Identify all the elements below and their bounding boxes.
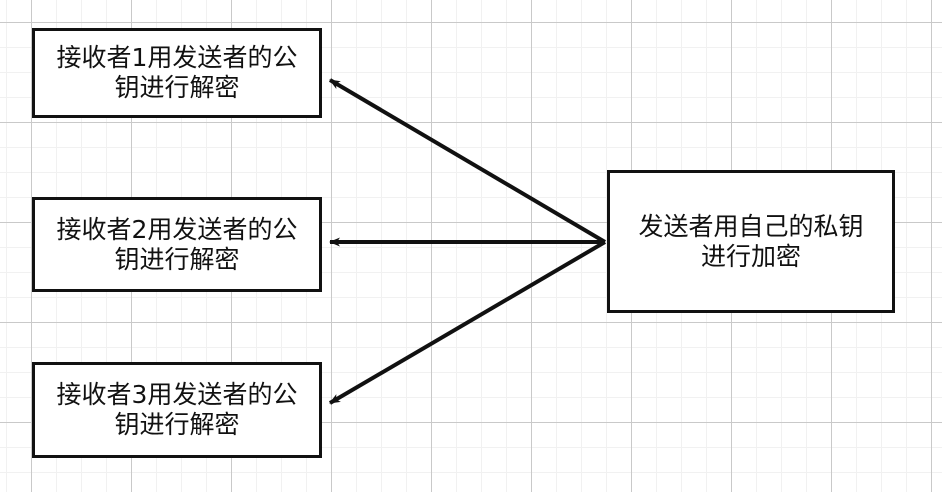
node-receiver3[interactable]: 接收者3用发送者的公 钥进行解密 <box>32 362 322 458</box>
edge-sender-to-receiver1 <box>328 78 607 244</box>
node-receiver2-label: 接收者2用发送者的公 钥进行解密 <box>56 214 298 274</box>
node-sender[interactable]: 发送者用自己的私钥 进行加密 <box>607 170 895 313</box>
node-sender-label: 发送者用自己的私钥 进行加密 <box>638 211 864 271</box>
node-receiver2[interactable]: 接收者2用发送者的公 钥进行解密 <box>32 197 322 292</box>
node-receiver1-label: 接收者1用发送者的公 钥进行解密 <box>56 43 298 102</box>
edge-sender-to-receiver3 <box>328 240 607 405</box>
node-receiver3-label: 接收者3用发送者的公 钥进行解密 <box>56 380 298 439</box>
node-receiver1[interactable]: 接收者1用发送者的公 钥进行解密 <box>32 28 322 118</box>
